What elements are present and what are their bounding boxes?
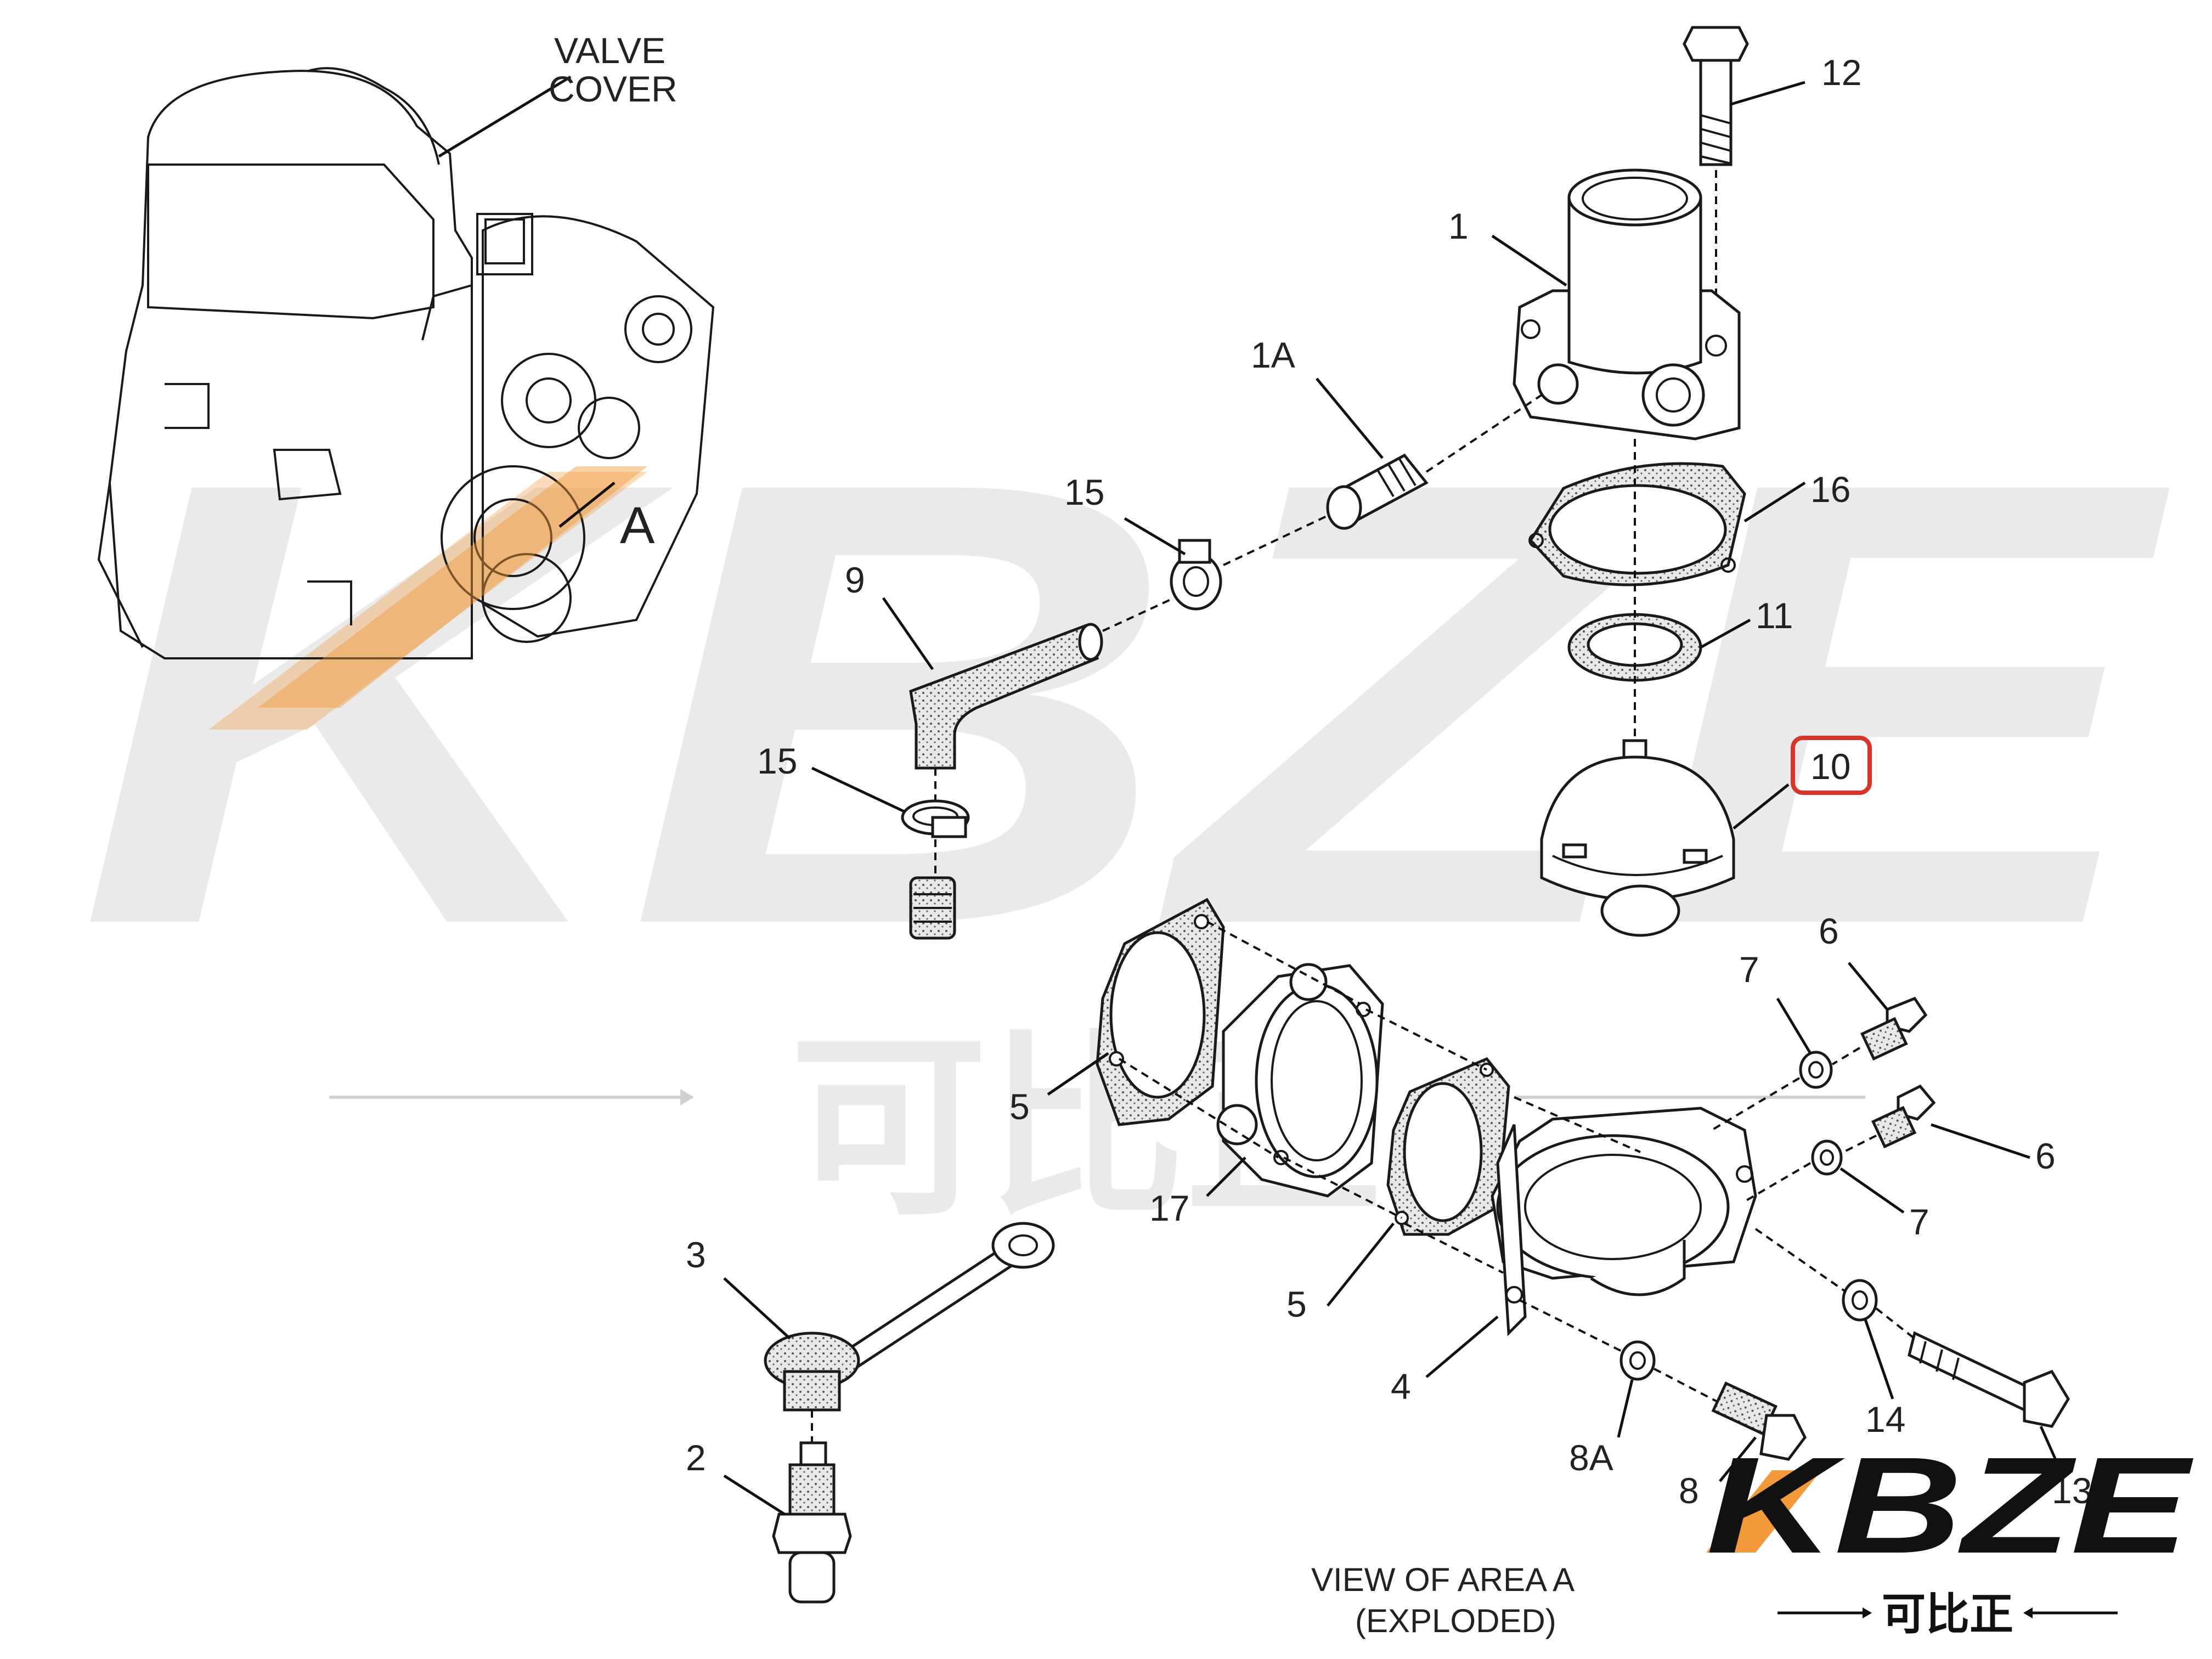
callout-6-lower: 6 (2035, 1136, 2056, 1176)
callout-1a: 1A (1251, 335, 1295, 375)
engine-overview (97, 67, 715, 659)
callout-5-left: 5 (1009, 1086, 1030, 1127)
callout-15-upper: 15 (1064, 472, 1104, 512)
callout-8: 8 (1679, 1470, 1699, 1511)
spacer-17 (1216, 963, 1384, 1198)
callout-9: 9 (845, 560, 865, 600)
callout-5-right: 5 (1286, 1284, 1307, 1324)
gasket-5-left (1096, 898, 1225, 1126)
callout-17: 17 (1149, 1188, 1189, 1228)
thermostat-housing-1 (1513, 168, 1741, 441)
washer-14 (1842, 1279, 1878, 1322)
gasket-16 (1528, 462, 1746, 586)
callout-14: 14 (1865, 1399, 1905, 1440)
callout-1: 1 (1448, 206, 1469, 246)
valve-cover-label-line1: VALVE (554, 30, 665, 71)
callout-15-lower: 15 (757, 741, 797, 781)
kbze-logo: KBZE 可比正 (1706, 1429, 2193, 1640)
fitting-2 (772, 1441, 852, 1604)
fitting-1a (1326, 453, 1429, 530)
clamp-15-upper (1170, 539, 1222, 611)
callout-10-highlight-box (1791, 736, 1872, 795)
callout-16: 16 (1810, 469, 1850, 510)
callout-labels: 12 1 1A 16 15 9 11 10 15 6 7 5 6 17 7 3 … (686, 52, 2092, 1511)
hose-9 (909, 623, 1103, 770)
callout-4: 4 (1391, 1366, 1411, 1407)
callout-7-lower: 7 (1909, 1201, 1929, 1242)
area-a-label: A (620, 496, 655, 555)
watermark-orange-slash (208, 472, 647, 730)
callout-6-upper: 6 (1819, 911, 1839, 951)
bolt-13 (1908, 1331, 2070, 1428)
bolt-8 (1711, 1381, 1807, 1461)
plug-6-upper (1860, 996, 1928, 1061)
callout-12: 12 (1821, 52, 1861, 93)
thermostat-10 (1540, 739, 1735, 937)
engine-area-highlight (258, 466, 647, 708)
callout-7-upper: 7 (1739, 949, 1759, 990)
washer-7-lower (1811, 1139, 1843, 1176)
callout-3: 3 (686, 1234, 706, 1275)
nipple-fitting (909, 876, 956, 940)
watermark-kbze-text: KBZE (77, 351, 2178, 1056)
callout-11: 11 (1756, 595, 1793, 636)
washer-8a (1620, 1340, 1656, 1381)
callout-2: 2 (686, 1437, 706, 1478)
background-watermark: KBZE 可比正 (77, 351, 2178, 1238)
callout-8a: 8A (1569, 1437, 1613, 1478)
logo-kbze-text: KBZE (1706, 1429, 2193, 1582)
sender-3 (764, 1222, 1055, 1412)
callout-10: 10 (1810, 746, 1850, 787)
logo-orange-slash (1706, 1470, 1821, 1553)
logo-chinese-text: 可比正 (1882, 1589, 2013, 1640)
bolt-12 (1683, 26, 1749, 166)
callout-13: 13 (2052, 1470, 2092, 1511)
caption-view-of-area: VIEW OF AREA A (1311, 1561, 1575, 1598)
plug-6-lower (1871, 1084, 1936, 1149)
outlet-housing-4 (1491, 1107, 1757, 1336)
gasket-5-right (1386, 1057, 1510, 1236)
washer-7-upper (1799, 1051, 1833, 1089)
caption-exploded: (EXPLODED) (1355, 1602, 1556, 1639)
valve-cover-label-line2: COVER (549, 69, 678, 109)
clamp-15-lower (901, 799, 970, 838)
